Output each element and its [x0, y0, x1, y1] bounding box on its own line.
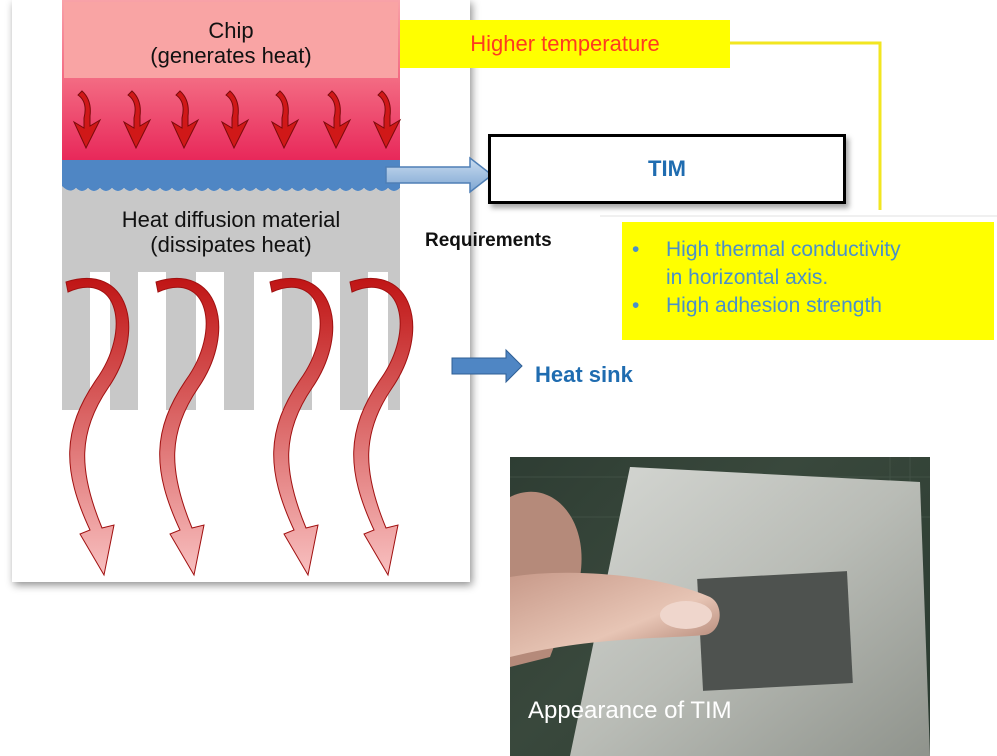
thumb	[510, 572, 720, 657]
tim-sheet	[697, 571, 853, 691]
down-arrow-6	[322, 90, 352, 150]
tim-layer	[62, 160, 400, 191]
requirement-text-line: in horizontal axis.	[666, 266, 829, 289]
photo-caption: Appearance of TIM	[528, 697, 732, 724]
bullet-icon: •	[632, 294, 640, 317]
requirement-item: • High adhesion strength	[626, 292, 901, 320]
wavy-arrow-1	[65, 277, 130, 577]
heat-diffusion-material	[62, 186, 400, 272]
higher-temp-connector	[730, 41, 882, 210]
requirement-item: • High thermal conductivity in horizonta…	[626, 236, 901, 292]
wavy-arrow-2	[155, 277, 220, 577]
heat-down-arrows	[72, 90, 402, 150]
requirements-heading: Requirements	[425, 230, 552, 251]
down-arrow-4	[220, 90, 250, 150]
chip-subtitle: (generates heat)	[150, 43, 312, 68]
down-arrow-5	[270, 90, 300, 150]
requirement-text-line: High adhesion strength	[666, 294, 882, 317]
down-arrow-1	[72, 90, 102, 150]
heat-diffusion-subtitle: (dissipates heat)	[150, 232, 312, 257]
tim-photo-illustration	[510, 457, 930, 756]
tim-label-box: TIM	[488, 134, 846, 204]
down-arrow-7	[372, 90, 402, 150]
thumbnail	[660, 601, 712, 629]
heat-flow-arrows	[65, 277, 414, 577]
down-arrow-2	[122, 90, 152, 150]
wavy-arrow-4	[349, 277, 414, 577]
higher-temperature-callout: Higher temperature	[400, 20, 730, 68]
wavy-arrow-3	[269, 277, 334, 577]
requirements-box: • High thermal conductivity in horizonta…	[622, 222, 994, 340]
heat-diffusion-label: Heat diffusion material (dissipates heat…	[62, 207, 400, 257]
heat-sink-label: Heat sink	[535, 362, 633, 387]
down-arrow-3	[170, 90, 200, 150]
heat-sink-arrow	[451, 348, 523, 384]
bullet-icon: •	[632, 238, 640, 261]
heat-diffusion-title: Heat diffusion material	[121, 207, 341, 232]
requirements-list: • High thermal conductivity in horizonta…	[626, 236, 901, 320]
chip-title: Chip	[208, 18, 254, 43]
requirement-text-line: High thermal conductivity	[666, 238, 901, 261]
tim-pointer-arrow	[385, 156, 494, 194]
chip-label-background	[64, 2, 398, 78]
heat-sink-fins	[62, 270, 400, 410]
tim-photo: Appearance of TIM	[510, 457, 930, 756]
chip-label: Chip (generates heat)	[62, 18, 400, 68]
